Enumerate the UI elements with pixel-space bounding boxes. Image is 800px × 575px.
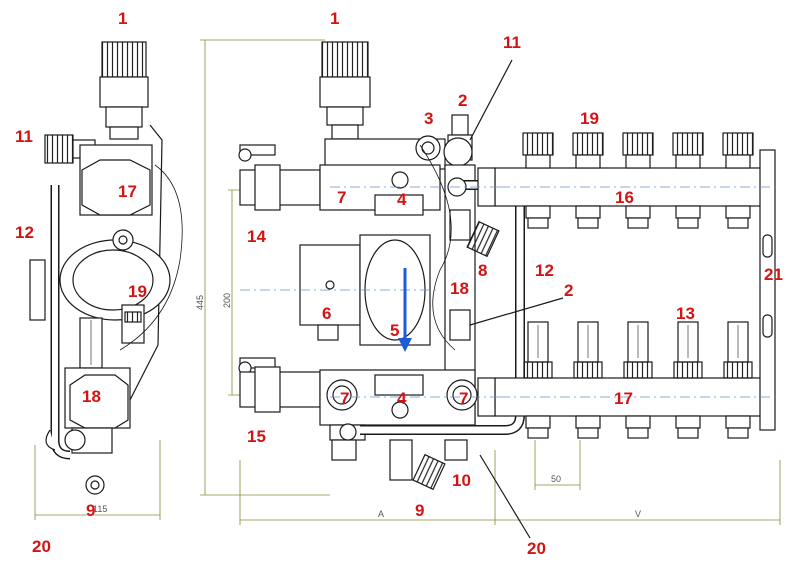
- dim-width-a: A: [378, 509, 385, 519]
- cap-knob: [672, 132, 704, 156]
- outlet-lower-tip: [577, 427, 599, 439]
- side-view: [29, 41, 183, 495]
- flowmeter-nut: [573, 361, 603, 379]
- outlet-upper-tip: [627, 217, 649, 229]
- outlet-lower: [675, 415, 701, 429]
- outlet-lower: [525, 415, 551, 429]
- front-view: [238, 41, 525, 491]
- outlet-upper: [625, 205, 651, 219]
- manifold-ports: [522, 132, 754, 439]
- cap-base: [625, 154, 651, 169]
- dim-height-inner: 200: [222, 292, 232, 308]
- centre-lines: [240, 186, 775, 398]
- callout-17-side: 17: [118, 182, 137, 201]
- cap-knob: [522, 132, 554, 156]
- outlet-lower-tip: [627, 427, 649, 439]
- outlet-lower: [625, 415, 651, 429]
- callout-6: 6: [322, 304, 332, 323]
- callout-2-leader: 2: [564, 281, 574, 300]
- callout-19-manifold: 19: [580, 109, 599, 128]
- callout-14: 14: [247, 227, 266, 246]
- cap-base: [725, 154, 751, 169]
- callout-7-upper: 7: [337, 188, 347, 207]
- outlet-lower-tip: [727, 427, 749, 439]
- callout-2-top: 2: [458, 91, 468, 110]
- callout-12-side: 12: [15, 223, 34, 242]
- cap-base: [525, 154, 551, 169]
- outlet-upper: [575, 205, 601, 219]
- callout-21: 21: [764, 265, 783, 284]
- outlet-upper-tip: [577, 217, 599, 229]
- callout-18-side: 18: [82, 387, 101, 406]
- callout-3: 3: [424, 109, 434, 128]
- callout-17-manifold: 17: [614, 389, 633, 408]
- callout-11-side: 11: [15, 127, 33, 146]
- callout-7-lower-left: 7: [340, 389, 350, 408]
- callout-20-side: 20: [32, 537, 51, 556]
- callout-7-lower-right: 7: [459, 389, 469, 408]
- flowmeter-nut: [623, 361, 653, 379]
- outlet-upper: [525, 205, 551, 219]
- callout-4-lower: 4: [397, 389, 407, 408]
- flowmeter-nut: [723, 361, 753, 379]
- callout-12-front: 12: [535, 261, 554, 280]
- flow-arrow: [398, 268, 412, 352]
- outlet-upper-tip: [727, 217, 749, 229]
- flowmeter-nut: [523, 361, 553, 379]
- callout-16: 16: [615, 188, 634, 207]
- dimension-lines: [34, 39, 781, 525]
- outlet-lower: [725, 415, 751, 429]
- dim-width-v: V: [635, 509, 642, 519]
- callout-9-front: 9: [415, 501, 425, 520]
- dim-height-total: 445: [195, 294, 205, 310]
- callout-9-side: 9: [86, 501, 96, 520]
- callout-1-front: 1: [330, 9, 340, 28]
- callout-10: 10: [452, 471, 471, 490]
- callout-18-front: 18: [450, 279, 469, 298]
- outlet-lower-tip: [527, 427, 549, 439]
- callout-5: 5: [390, 321, 400, 340]
- dim-width-side: 115: [93, 504, 108, 514]
- cap-knob: [572, 132, 604, 156]
- callout-15: 15: [247, 427, 266, 446]
- outlet-upper: [725, 205, 751, 219]
- callout-13: 13: [676, 304, 695, 323]
- callout-1-side: 1: [118, 9, 128, 28]
- callout-20-front: 20: [527, 539, 546, 558]
- leader-lines: [469, 59, 564, 539]
- cap-base: [575, 154, 601, 169]
- callout-11-front: 11: [503, 33, 521, 52]
- outlet-upper-tip: [527, 217, 549, 229]
- cap-base: [675, 154, 701, 169]
- outlet-upper: [675, 205, 701, 219]
- cap-knob: [622, 132, 654, 156]
- callout-4-upper: 4: [397, 190, 407, 209]
- cap-knob: [722, 132, 754, 156]
- callout-8: 8: [478, 261, 488, 280]
- dim-pitch: 50: [551, 474, 562, 484]
- outlet-upper-tip: [677, 217, 699, 229]
- callout-19-side: 19: [128, 282, 147, 301]
- outlet-lower-tip: [677, 427, 699, 439]
- flowmeter-nut: [673, 361, 703, 379]
- outlet-lower: [575, 415, 601, 429]
